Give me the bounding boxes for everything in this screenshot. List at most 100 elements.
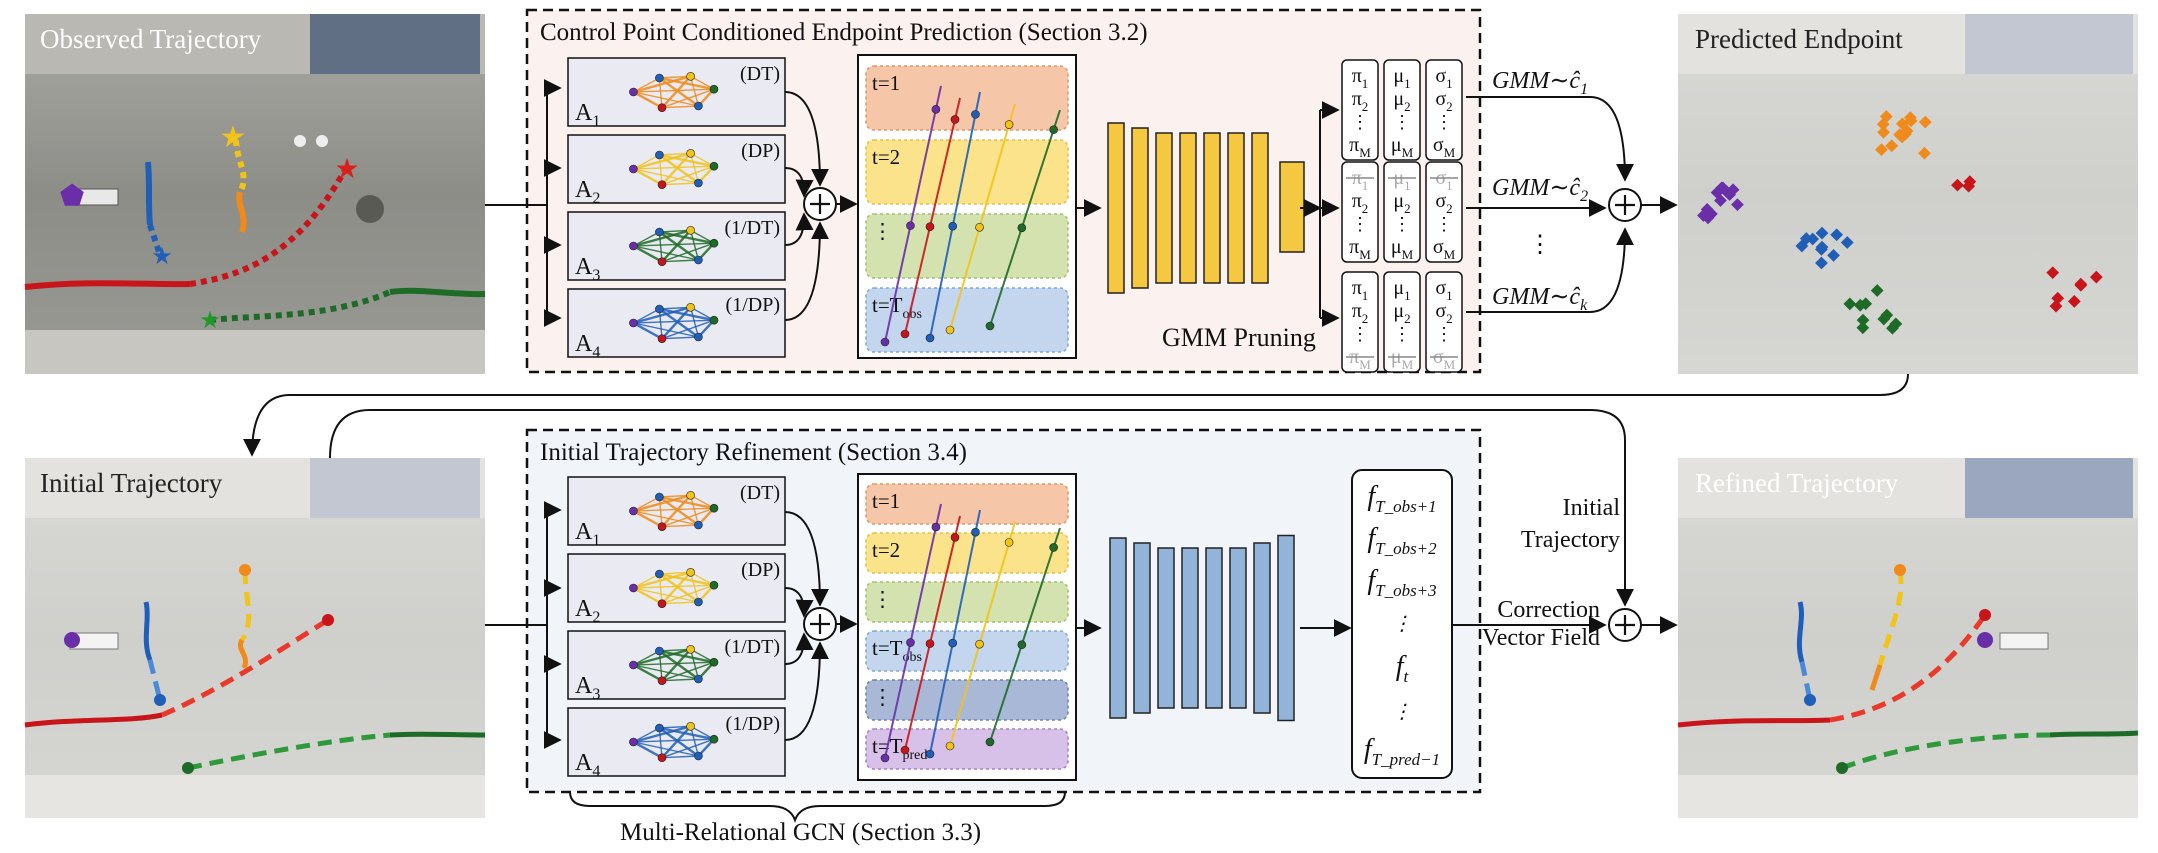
gmm-symbol-sub: 1 — [1404, 288, 1411, 303]
gmm-symbol-sub: 2 — [1362, 99, 1369, 114]
gmm-symbol: μ2 — [1393, 88, 1410, 114]
graph-node — [657, 676, 667, 685]
adjacency-edge — [658, 650, 700, 680]
gmm-label: GMM∼ĉ2 — [1492, 175, 1588, 205]
output-features: fT_obs+1fT_obs+2fT_obs+3⋮ft⋮fT_pred−1 — [1364, 481, 1440, 769]
timestep-label: ⋮ — [872, 685, 893, 709]
graph-node — [686, 568, 695, 577]
gmm-symbol-base: ⋮ — [1351, 112, 1369, 132]
timestep-band — [865, 65, 1069, 131]
graph-node — [657, 257, 667, 266]
gmm-symbol-sub: M — [1359, 247, 1371, 262]
graph-node — [709, 238, 719, 248]
gmm-symbol-sub: 2 — [1404, 201, 1411, 216]
gmm-symbol: ⋮ — [1435, 214, 1453, 234]
gmm-symbol-sub: M — [1402, 247, 1414, 262]
initial-panel: Initial Trajectory — [24, 458, 486, 818]
adjacency-name-base: A — [575, 596, 593, 622]
adjacency-edge — [661, 242, 715, 263]
graph-node — [686, 226, 695, 235]
gmm-label-sub: 2 — [1580, 188, 1588, 205]
gmm-symbol-base: π — [1352, 190, 1362, 212]
graph-node — [629, 318, 638, 328]
trajectory-line — [949, 521, 1016, 747]
gmm-symbol: μ1 — [1393, 65, 1410, 91]
feature-sub: T_obs+2 — [1375, 539, 1437, 558]
adjacency-edge — [690, 725, 715, 740]
gmm-symbol-base: μ — [1393, 88, 1404, 110]
adjacency-edge — [659, 572, 715, 587]
adjacency-edge — [632, 244, 663, 263]
graph-node — [629, 87, 638, 97]
timestep-label-base: t=1 — [872, 489, 900, 513]
adjacency-tag: (1/DP) — [726, 713, 780, 735]
trajectory-node — [925, 749, 935, 759]
adjacency-edge — [661, 755, 699, 759]
feature-base: f — [1364, 734, 1375, 765]
graph-node — [694, 674, 703, 684]
adjacency-edge — [633, 88, 715, 93]
gmm-symbol-sub: 2 — [1362, 311, 1369, 326]
trajectory-node — [975, 222, 984, 232]
graph-node — [709, 503, 719, 513]
graph-node — [686, 722, 695, 731]
feature-base: f — [1367, 565, 1378, 596]
endpoint-marker — [2051, 291, 2065, 305]
adjacency-edge — [661, 306, 692, 340]
adjacency-edge — [690, 229, 715, 244]
graph-node — [655, 646, 664, 656]
adjacency-edge — [633, 322, 699, 338]
encoder-bar — [1155, 132, 1173, 284]
plus-circle-icon — [1608, 608, 1642, 642]
adjacency-tag: (DT) — [740, 482, 780, 504]
svg-text:★: ★ — [334, 154, 359, 185]
gmm-label-base: GMM∼ĉ — [1492, 284, 1580, 310]
endpoint-marker — [2067, 295, 2081, 308]
adjacency-edge — [661, 319, 715, 340]
gmm-symbol-base: π — [1349, 236, 1359, 258]
adjacency-edge — [633, 507, 715, 512]
timestep-panel-bottom: t=1t=2⋮t=Tobs⋮t=Tpred — [865, 483, 1069, 770]
feature-symbol: fT_pred−1 — [1364, 734, 1440, 769]
adjacency-name: A2 — [575, 177, 600, 207]
gmm-symbol: ⋮ — [1351, 214, 1369, 234]
graph-node — [694, 597, 703, 607]
graph-node — [655, 73, 664, 83]
gcn-label: Multi-Relational GCN (Section 3.3) — [620, 819, 981, 846]
gmm-symbol-base: ⋮ — [1351, 324, 1369, 344]
gmm-symbol-base: σ — [1435, 88, 1446, 110]
gmm-symbol: μ1 — [1393, 277, 1410, 303]
initial-trajectory-label-1: Initial — [1563, 495, 1621, 521]
graph-node — [629, 737, 638, 747]
gmm-symbol: ⋮ — [1393, 112, 1411, 132]
gmm-symbol-base: σ — [1433, 236, 1444, 258]
feature-base: ⋮ — [1392, 701, 1412, 723]
gmm-column — [1425, 271, 1463, 373]
graph-node — [694, 178, 703, 188]
gmm-label-sub: 1 — [1580, 81, 1588, 98]
adjacency-edge — [633, 229, 691, 248]
timestep-label: ⋮ — [872, 587, 893, 611]
trajectory-node — [925, 222, 935, 232]
adjacency-edge — [658, 573, 663, 604]
graph-node — [709, 657, 719, 667]
graph-node — [629, 164, 638, 174]
trajectory-node — [1017, 223, 1027, 233]
graph-node — [655, 150, 664, 160]
timestep-band — [865, 287, 1069, 353]
trajectory-node — [900, 745, 910, 755]
gmm-column — [1341, 271, 1379, 373]
gmm-symbol-sub: 1 — [1446, 178, 1453, 193]
timestep-label-base: t=2 — [872, 538, 900, 562]
encoder-bars-top — [1107, 122, 1305, 294]
adjacency-edge — [632, 509, 663, 528]
graph-node — [694, 332, 703, 342]
adjacency-edge — [661, 88, 715, 109]
gmm-symbol: μM — [1391, 134, 1414, 160]
adjacency-edge — [633, 245, 699, 261]
trajectory-line — [949, 103, 1016, 331]
adjacency-edge — [659, 152, 691, 156]
adjacency-tag: (1/DT) — [724, 636, 780, 658]
gmm-symbol: π1 — [1352, 65, 1369, 91]
